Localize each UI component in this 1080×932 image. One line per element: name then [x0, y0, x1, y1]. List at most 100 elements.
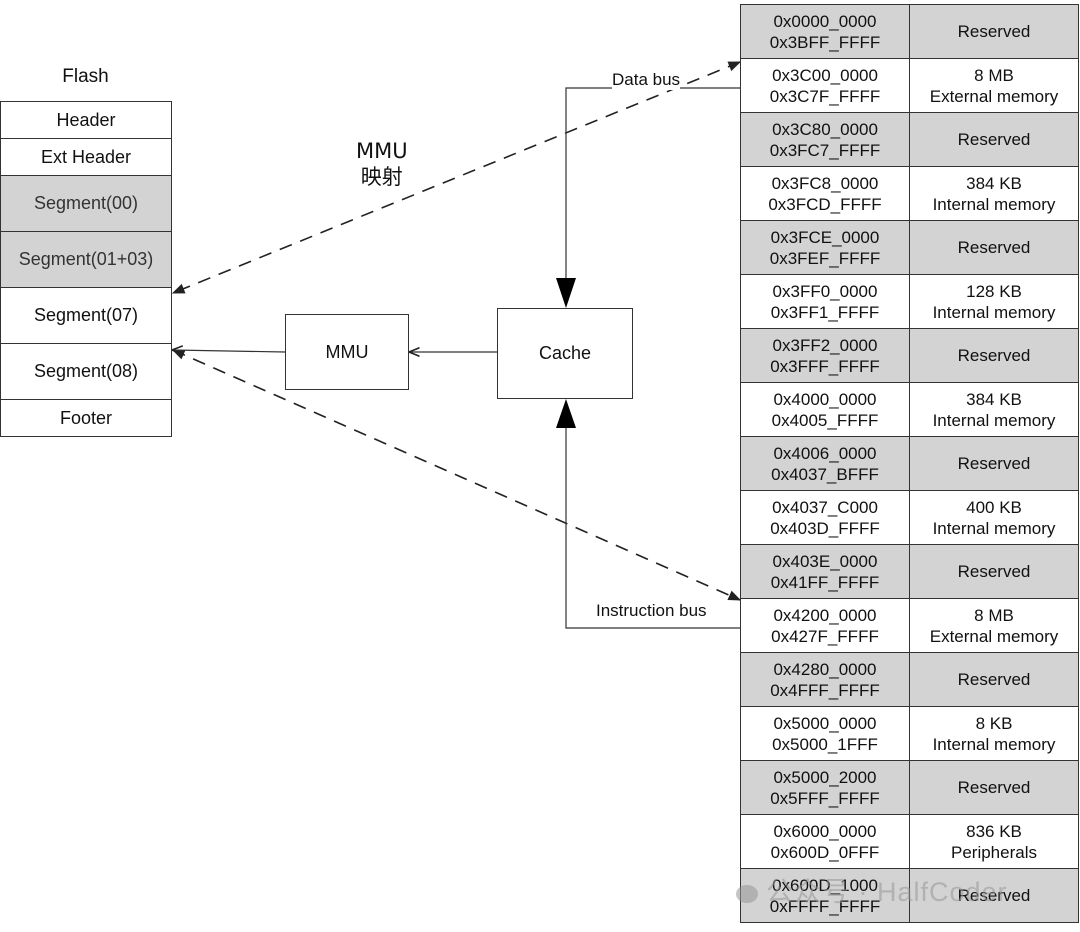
start-address: 0x4200_0000 — [773, 605, 877, 625]
region-type: Internal memory — [932, 194, 1056, 214]
region-description: Reserved — [910, 329, 1078, 382]
region-description: Reserved — [910, 653, 1078, 706]
region-size: 384 KB — [966, 173, 1022, 193]
end-address: 0x3FEF_FFFF — [769, 248, 881, 268]
region-size: 400 KB — [966, 497, 1022, 517]
region-size: 8 KB — [975, 713, 1013, 733]
mmu-mapping-label: MMU 映射 — [356, 138, 408, 190]
instruction-bus-arrowhead — [556, 399, 576, 428]
end-address: 0x403D_FFFF — [770, 518, 880, 538]
region-type: Reserved — [957, 778, 1031, 797]
flash-cell: Segment(00) — [0, 175, 172, 232]
end-address: 0x3FCD_FFFF — [768, 194, 882, 214]
start-address: 0x3FCE_0000 — [770, 227, 880, 247]
start-address: 0x4000_0000 — [773, 389, 877, 409]
region-size: 128 KB — [966, 281, 1022, 301]
region-type: Reserved — [957, 670, 1031, 689]
region-type: Reserved — [957, 454, 1031, 473]
end-address: 0x427F_FFFF — [771, 626, 879, 646]
region-type: Reserved — [957, 130, 1031, 149]
start-address: 0x4280_0000 — [773, 659, 877, 679]
region-description: Reserved — [910, 221, 1078, 274]
data-bus-line — [565, 87, 740, 300]
end-address: 0x4FFF_FFFF — [770, 680, 880, 700]
flash-cell: Ext Header — [0, 138, 172, 176]
dashed-mapping-line-data — [171, 61, 742, 294]
flash-cell: Segment(07) — [0, 287, 172, 344]
start-address: 0x3C00_0000 — [772, 65, 878, 85]
region-type: Internal memory — [932, 302, 1056, 322]
end-address: 0x4005_FFFF — [771, 410, 879, 430]
start-address: 0x5000_2000 — [773, 767, 877, 787]
dashed-mapping-line-instruction — [171, 349, 742, 601]
start-address: 0x6000_0000 — [773, 821, 877, 841]
start-address: 0x3FF2_0000 — [772, 335, 878, 355]
end-address: 0x3C7F_FFFF — [769, 86, 881, 106]
region-description: Reserved — [910, 5, 1078, 58]
region-size: 384 KB — [966, 389, 1022, 409]
end-address: 0x5000_1FFF — [772, 734, 878, 754]
mmu-mapping-label-line2: 映射 — [360, 165, 403, 189]
end-address: 0x4037_BFFF — [771, 464, 879, 484]
flash-cell: Footer — [0, 399, 172, 437]
region-type: Internal memory — [932, 734, 1056, 754]
flash-cell: Segment(08) — [0, 343, 172, 400]
end-address: 0x41FF_FFFF — [770, 572, 880, 592]
data-bus-arrowhead — [556, 278, 576, 308]
region-size: 8 MB — [974, 605, 1014, 625]
start-address: 0x4006_0000 — [773, 443, 877, 463]
start-address: 0x4037_C000 — [772, 497, 878, 517]
region-type: External memory — [929, 86, 1059, 106]
flash-cell: Header — [0, 101, 172, 139]
end-address: 0x3BFF_FFFF — [769, 32, 881, 52]
region-type: Reserved — [957, 22, 1031, 41]
end-address: 0x3FFF_FFFF — [770, 356, 880, 376]
region-type: Reserved — [957, 346, 1031, 365]
region-type: Peripherals — [951, 842, 1037, 862]
start-address: 0x5000_0000 — [773, 713, 877, 733]
region-description: Reserved — [910, 761, 1078, 814]
mmu-mapping-label-line1: MMU — [356, 139, 408, 163]
end-address: 0x3FC7_FFFF — [769, 140, 881, 160]
flash-title: Flash — [62, 66, 109, 87]
start-address: 0x403E_0000 — [772, 551, 878, 571]
start-address: 0x3FF0_0000 — [772, 281, 878, 301]
end-address: 0x5FFF_FFFF — [770, 788, 880, 808]
region-type: Reserved — [957, 238, 1031, 257]
end-address: 0xFFFF_FFFF — [769, 896, 881, 916]
region-size: 836 KB — [966, 821, 1022, 841]
